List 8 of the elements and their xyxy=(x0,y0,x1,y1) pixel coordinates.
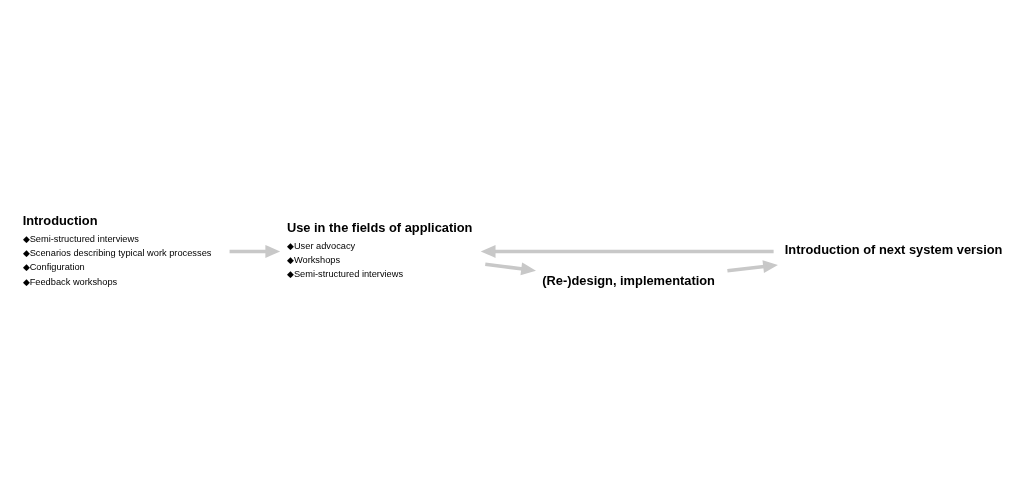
arrow xyxy=(480,244,774,258)
arrow xyxy=(229,244,281,258)
node-text: (Re-)design, implementation xyxy=(542,272,715,288)
node-text: Use in the fields of application ◆User advocacy ◆Workshops ◆Semi-structured interviews xyxy=(286,219,473,279)
node-text: Introduction of next system version xyxy=(784,241,1003,257)
arrow xyxy=(727,259,778,273)
arrow xyxy=(485,261,536,275)
node-text: Introduction ◆Semi-structured interviews ◆Scenarios describing typical work processes ◆Configuration ◆Feedback workshops xyxy=(22,212,212,287)
